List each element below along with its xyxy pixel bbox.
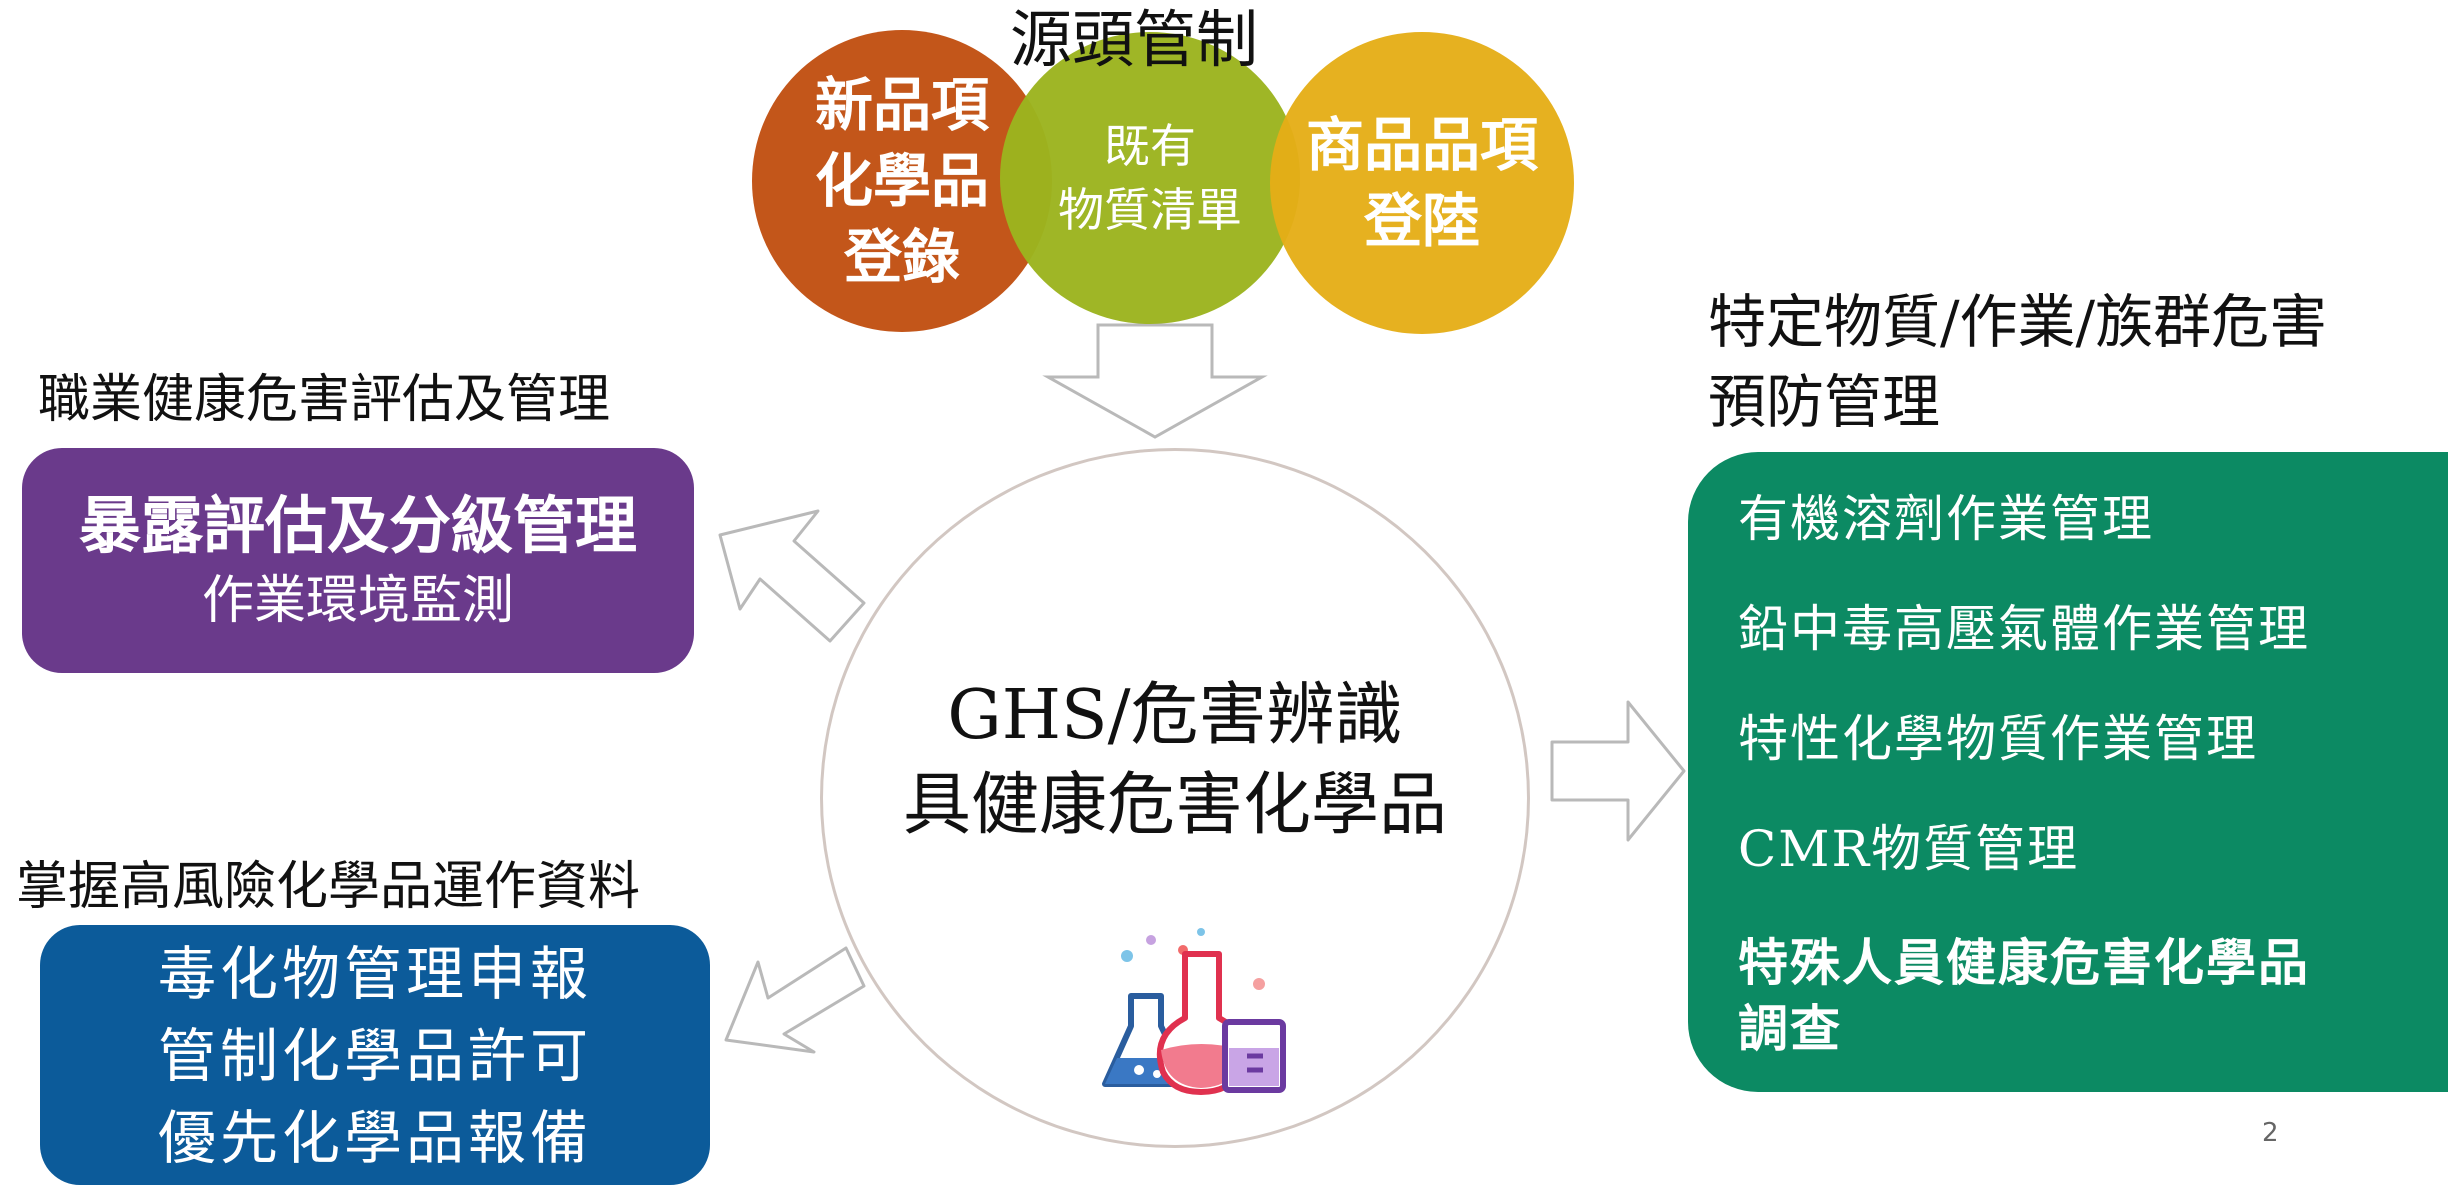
toxic-item: 毒化物管理申報 <box>157 940 592 1008</box>
existing-line-2: 物質清單 <box>1058 183 1242 237</box>
toxic-item: 管制化學品許可 <box>157 1022 592 1090</box>
high-risk-chemical-title: 掌握高風險化學品運作資料 <box>16 857 641 917</box>
new-chem-line-2: 化學品 <box>814 147 989 215</box>
page-number: 2 <box>2262 1118 2279 1148</box>
down-arrow-icon <box>1042 323 1268 439</box>
right-arrow-icon <box>1550 700 1686 842</box>
ghs-hazard-identification-circle: GHS/危害辨識 具健康危害化學品 <box>820 448 1530 1148</box>
special-item: 特性化學物質作業管理 <box>1738 710 2258 768</box>
right-title-line-1: 特定物質/作業/族群危害 <box>1708 288 2328 356</box>
exposure-line-1: 暴露評估及分級管理 <box>78 488 637 562</box>
new-chem-line-3: 登錄 <box>843 223 960 291</box>
up-left-arrow-icon <box>718 509 866 643</box>
occupational-health-title: 職業健康危害評估及管理 <box>38 370 611 430</box>
right-title-line-2: 預防管理 <box>1708 368 1941 436</box>
lab-flasks-icon <box>1102 928 1286 1095</box>
toxic-item: 優先化學品報備 <box>157 1104 592 1172</box>
specific-substances-title: 特定物質/作業/族群危害 預防管理 <box>1708 282 2327 442</box>
source-control-title: 源頭管制 <box>1010 3 1259 76</box>
exposure-line-2: 作業環境監測 <box>201 570 514 631</box>
special-item-bold-line-1: 特殊人員健康危害化學品 <box>1738 933 2310 992</box>
special-item: 有機溶劑作業管理 <box>1738 490 2154 548</box>
center-line-2: 具健康危害化學品 <box>902 766 1447 845</box>
down-left-arrow-icon <box>724 946 866 1054</box>
center-line-1: GHS/危害辨識 <box>947 676 1403 755</box>
product-line-2: 登陸 <box>1363 187 1480 255</box>
special-item-bold-line-2: 調查 <box>1738 999 1842 1058</box>
existing-substances-circle: 既有 物質清單 <box>1000 32 1300 324</box>
specific-management-box: 有機溶劑作業管理 鉛中毒高壓氣體作業管理 特性化學物質作業管理 CMR物質管理 … <box>1688 452 2448 1092</box>
product-line-1: 商品品項 <box>1305 111 1538 179</box>
product-registration-circle: 商品品項 登陸 <box>1270 32 1574 334</box>
toxic-chemical-box: 毒化物管理申報 管制化學品許可 優先化學品報備 <box>40 925 710 1185</box>
exposure-assessment-box: 暴露評估及分級管理 作業環境監測 <box>22 448 694 673</box>
new-chem-line-1: 新品項 <box>814 71 989 139</box>
existing-line-1: 既有 <box>1104 119 1196 173</box>
special-item: CMR物質管理 <box>1738 820 2080 878</box>
special-item: 鉛中毒高壓氣體作業管理 <box>1738 600 2310 658</box>
